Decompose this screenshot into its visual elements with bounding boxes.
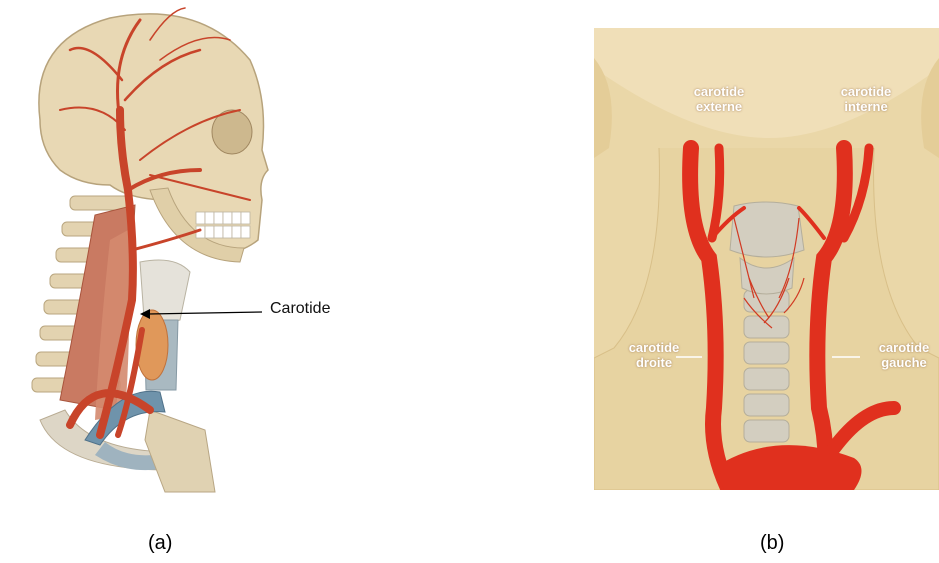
caption-b: (b) (760, 533, 784, 553)
label-carotide-gauche: carotide gauche (864, 340, 939, 370)
label-carotide-externe: carotide externe (684, 84, 754, 114)
label-line: gauche (864, 355, 939, 370)
label-line: externe (684, 99, 754, 114)
panel-b-anterior-view: carotide externe carotide interne caroti… (594, 28, 939, 490)
label-line: carotide (614, 340, 694, 355)
label-line: interne (826, 99, 906, 114)
manubrium (145, 410, 215, 492)
panel-a-lateral-view: Carotide (0, 0, 420, 500)
label-carotide-droite: carotide droite (614, 340, 694, 370)
carotide-callout-label: Carotide (270, 300, 330, 318)
lateral-head-illustration (0, 0, 420, 500)
label-carotide-interne: carotide interne (826, 84, 906, 114)
label-line: carotide (826, 84, 906, 99)
caption-a: (a) (148, 533, 172, 553)
label-line: droite (614, 355, 694, 370)
label-line: carotide (864, 340, 939, 355)
label-line: carotide (684, 84, 754, 99)
